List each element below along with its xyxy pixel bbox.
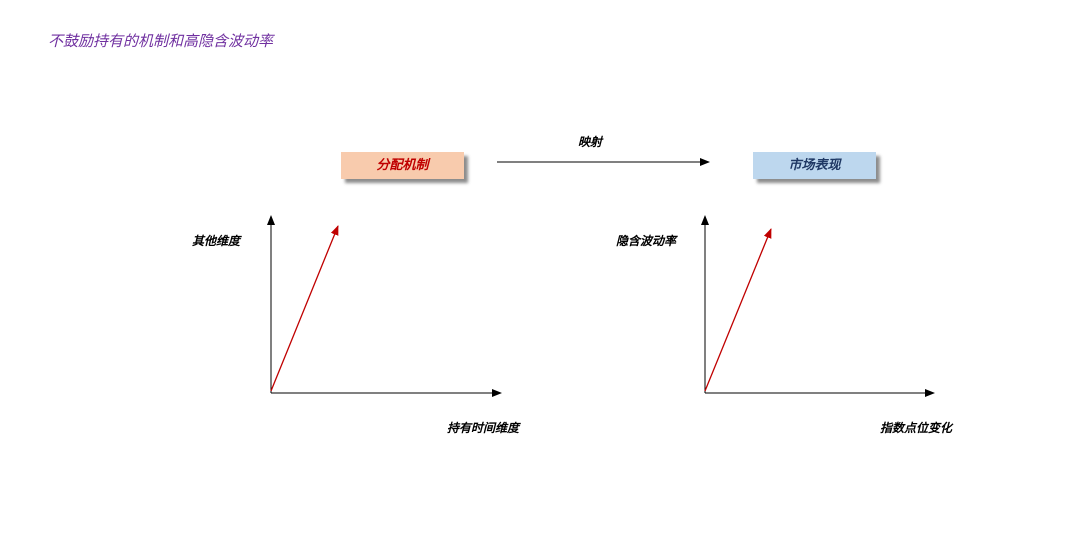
source-box-allocation-mechanism: 分配机制 (341, 152, 464, 179)
right-y-axis-label: 隐含波动率 (616, 234, 677, 248)
right-x-axis-label: 指数点位变化 (880, 421, 953, 435)
left-vector-arrow (270, 225, 339, 392)
mapping-arrow-label: 映射 (578, 135, 603, 149)
left-x-axis-label: 持有时间维度 (447, 421, 520, 435)
left-y-axis-label: 其他维度 (192, 234, 241, 248)
right-vector-arrow (704, 228, 772, 392)
page-title: 不鼓励持有的机制和高隐含波动率 (48, 32, 274, 50)
target-box-market-performance: 市场表现 (753, 152, 876, 179)
